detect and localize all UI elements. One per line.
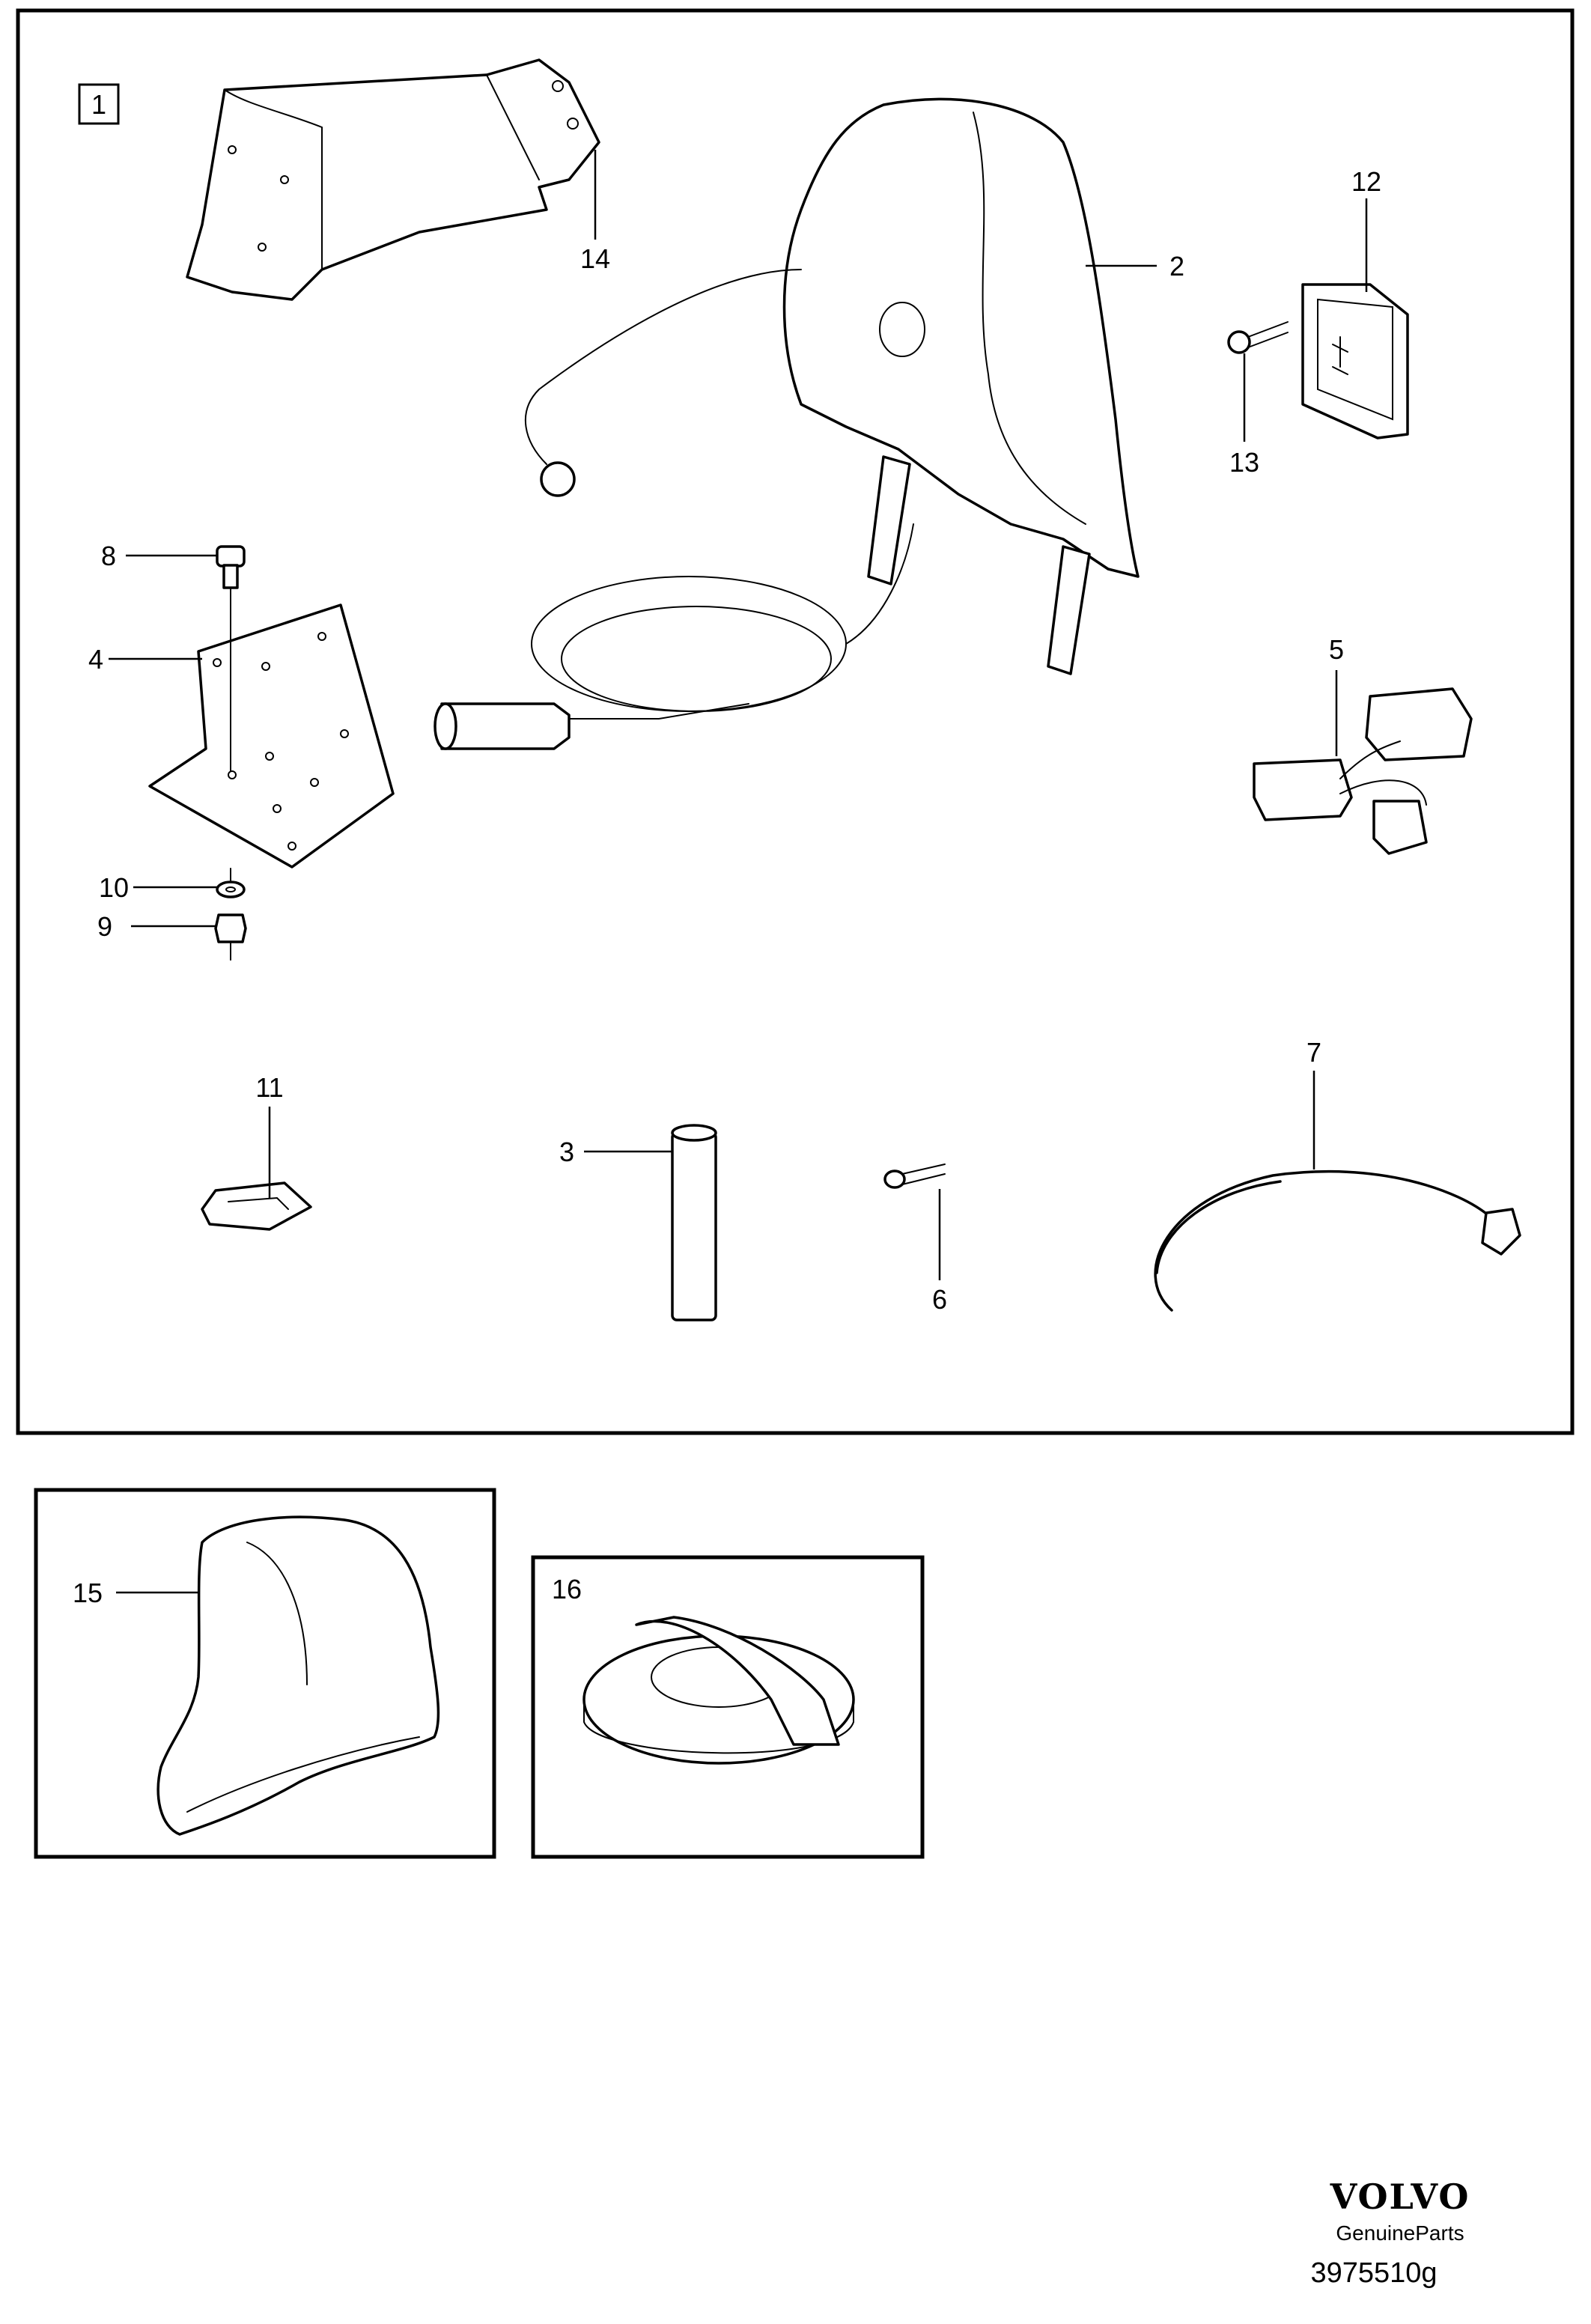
part-10-washer xyxy=(216,868,246,898)
part-2-headrest xyxy=(434,97,1140,750)
part-5-wiring-harness xyxy=(1253,687,1473,855)
part-4-mounting-plate xyxy=(148,603,395,869)
frame-16 xyxy=(531,1555,925,1859)
callout-16: 16 xyxy=(552,1574,582,1604)
callout-11: 11 xyxy=(255,1072,283,1103)
part-14-bracket xyxy=(186,58,600,301)
part-13-screw xyxy=(1227,321,1289,354)
part-11-clip xyxy=(201,1181,312,1231)
part-12-bracket-plate xyxy=(1301,283,1409,439)
callout-14: 14 xyxy=(580,243,610,274)
callout-9: 9 xyxy=(97,911,112,942)
callout-15: 15 xyxy=(73,1578,103,1608)
callout-6: 6 xyxy=(932,1284,947,1315)
kit-label: 1 xyxy=(91,89,106,120)
callout-5: 5 xyxy=(1329,634,1344,665)
volvo-logo: VOLVO xyxy=(1330,2177,1470,2217)
callout-3: 3 xyxy=(559,1137,574,1167)
part-16-cover-cap xyxy=(582,1616,855,1765)
kit-label-box xyxy=(78,83,120,125)
callout-13: 13 xyxy=(1229,447,1259,478)
callout-8: 8 xyxy=(101,541,116,571)
part-9-nut xyxy=(214,913,247,961)
callout-12: 12 xyxy=(1351,166,1381,197)
callout-7: 7 xyxy=(1306,1037,1321,1068)
callout-4: 4 xyxy=(88,644,103,675)
part-15-headrest-cover xyxy=(156,1515,440,1836)
figure-code: 3975510g xyxy=(1310,2257,1437,2289)
callout-10: 10 xyxy=(99,872,129,903)
part-6-screw xyxy=(883,1163,946,1189)
part-7-cable-tie xyxy=(1154,1169,1521,1312)
part-3-guide-tube xyxy=(671,1124,717,1321)
callout-2: 2 xyxy=(1169,251,1184,282)
genuine-parts-tagline: GenuineParts xyxy=(1336,2221,1464,2245)
main-frame xyxy=(16,8,1575,1435)
frame-15 xyxy=(34,1488,496,1859)
